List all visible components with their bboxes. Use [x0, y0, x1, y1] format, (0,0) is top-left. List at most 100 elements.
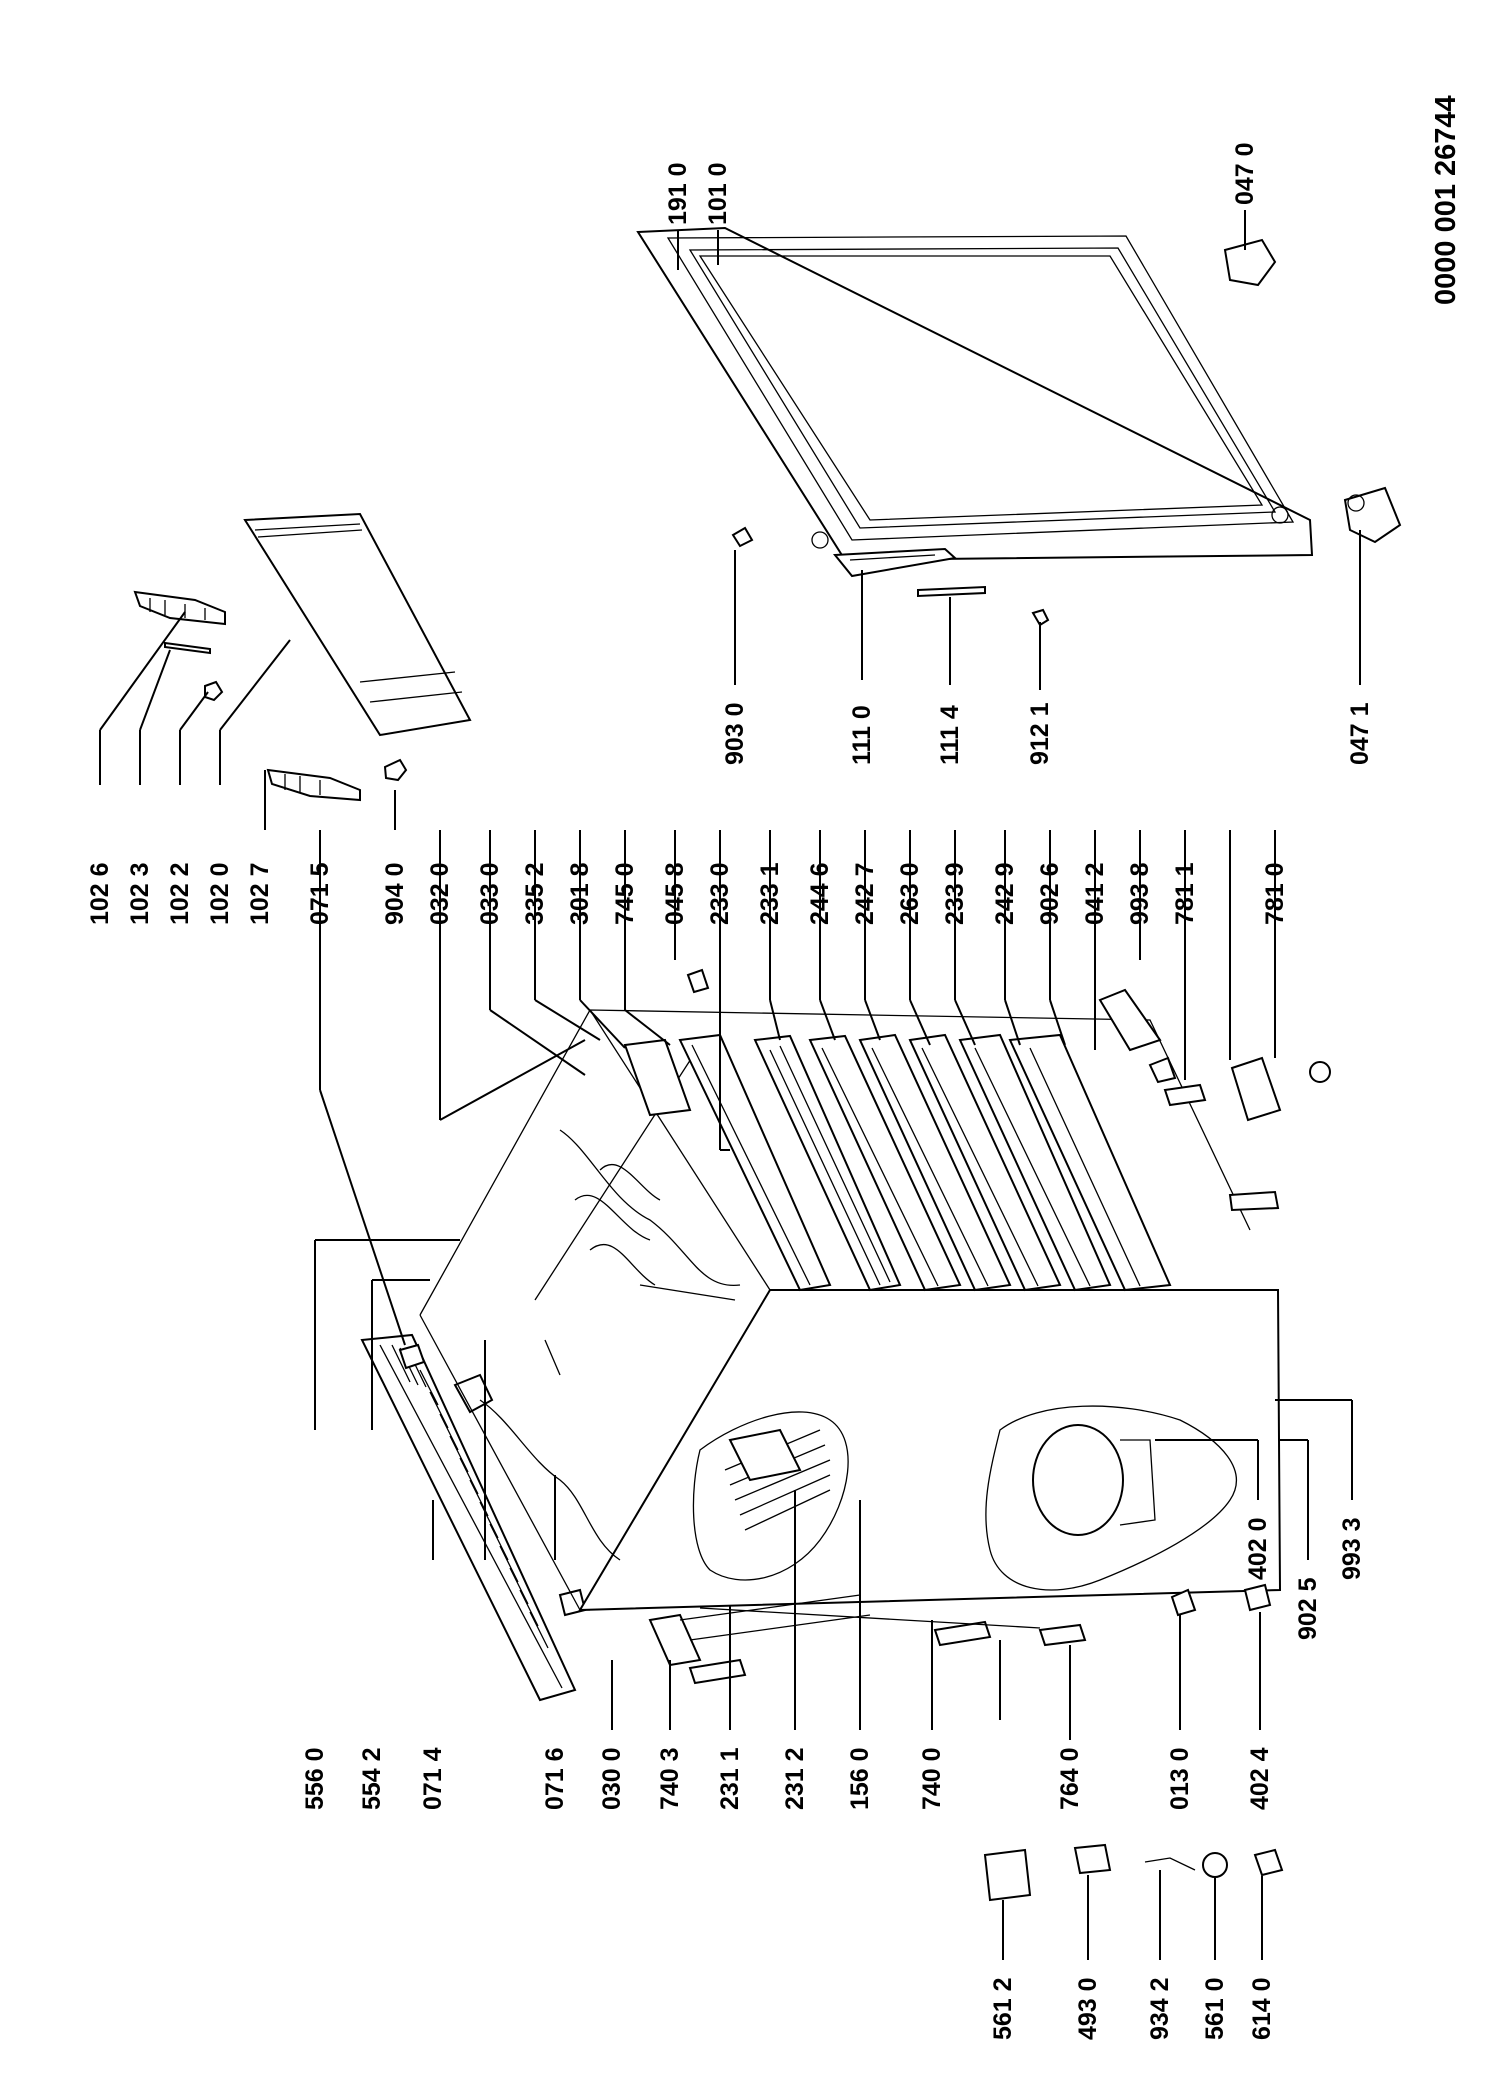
- door-bearing-part: [1223, 238, 1277, 287]
- label-156-0: 156 0: [846, 1747, 874, 1810]
- rear-grille: [648, 1594, 992, 1685]
- hinge-pin-part: [204, 680, 224, 702]
- label-233-0: 233 0: [706, 862, 734, 925]
- back-wall-curves: [479, 1129, 741, 1561]
- drawer-5: [958, 1033, 1112, 1292]
- label-740-0: 740 0: [918, 1747, 946, 1810]
- door-stop-part: [731, 526, 754, 548]
- label-993-8: 993 8: [1126, 862, 1154, 925]
- label-556-0: 556 0: [301, 1747, 329, 1810]
- condenser-area: [692, 1411, 849, 1581]
- label-071-6: 071 6: [541, 1747, 569, 1810]
- rating-plate: [1228, 1190, 1280, 1212]
- document-id: 0000 001 26744: [1430, 95, 1462, 305]
- label-032-0: 032 0: [426, 862, 454, 925]
- hinge-bracket-left: [398, 1343, 426, 1370]
- label-561-0: 561 0: [1201, 1977, 1229, 2040]
- label-191-0: 191 0: [664, 162, 692, 225]
- label-993-3: 993 3: [1338, 1517, 1366, 1580]
- label-047-1: 047 1: [1346, 702, 1374, 765]
- label-045-8: 045 8: [661, 862, 689, 925]
- label-plate: [1163, 1083, 1207, 1107]
- label-102-7: 102 7: [246, 862, 274, 925]
- top-cover-panel: [243, 512, 472, 737]
- label-561-2: 561 2: [989, 1977, 1017, 2040]
- leader-lines: [99, 210, 1361, 1960]
- top-shelf: [678, 1033, 832, 1292]
- label-111-0: 111 0: [848, 705, 876, 765]
- label-934-2: 934 2: [1146, 1977, 1174, 2040]
- label-740-3: 740 3: [656, 1747, 684, 1810]
- label-102-3: 102 3: [126, 862, 154, 925]
- accessory-foot: [1253, 1848, 1284, 1877]
- door-assembly: [636, 226, 1314, 562]
- hinge-lower-part: [266, 768, 361, 802]
- nut-part: [1309, 1061, 1331, 1083]
- label-102-6: 102 6: [86, 862, 114, 925]
- bottom-drawer: [1008, 1033, 1172, 1292]
- accessory-block: [1073, 1843, 1112, 1875]
- clip-part: [1243, 1583, 1272, 1612]
- control-panel: [360, 1333, 577, 1702]
- label-047-0: 047 0: [1231, 142, 1259, 205]
- drawer-4: [908, 1033, 1062, 1292]
- part-labels: 102 6 102 3 102 2 102 0 102 7 071 5 904 …: [86, 142, 1374, 2040]
- label-102-2: 102 2: [166, 862, 194, 925]
- hinge-bolt-part: [383, 758, 408, 782]
- label-101-0: 101 0: [704, 162, 732, 225]
- door-screw-part: [1031, 608, 1050, 627]
- hinge-top-part: [133, 590, 226, 626]
- label-102-0: 102 0: [206, 862, 234, 925]
- handle-trim-part: [917, 585, 986, 598]
- vent-grille: [1230, 1056, 1282, 1122]
- foot-part: [1148, 1056, 1177, 1084]
- label-781-0: 781 0: [1261, 862, 1289, 925]
- label-244-6: 244 6: [806, 862, 834, 925]
- accessory-cap: [1202, 1852, 1228, 1878]
- label-041-2: 041 2: [1081, 862, 1109, 925]
- label-231-2: 231 2: [781, 1747, 809, 1810]
- label-071-5: 071 5: [306, 862, 334, 925]
- label-402-4: 402 4: [1246, 1747, 1274, 1810]
- label-233-9: 233 9: [941, 862, 969, 925]
- label-013-0: 013 0: [1166, 1747, 1194, 1810]
- door-bracket-part: [1343, 486, 1402, 544]
- label-263-0: 263 0: [896, 862, 924, 925]
- capillary-tube: [699, 1607, 1087, 1647]
- accessory-wire: [1144, 1857, 1196, 1871]
- label-554-2: 554 2: [358, 1747, 386, 1810]
- label-111-4: 111 4: [936, 705, 964, 765]
- compressor-area: [985, 1405, 1237, 1591]
- label-231-1: 231 1: [716, 1747, 744, 1810]
- shelf-peg-part: [686, 968, 710, 994]
- light-cover: [623, 1038, 692, 1117]
- label-912-1: 912 1: [1026, 702, 1054, 765]
- label-614-0: 614 0: [1248, 1977, 1276, 2040]
- label-242-7: 242 7: [851, 862, 879, 925]
- hinge-bracket-right: [558, 1588, 587, 1617]
- label-764-0: 764 0: [1056, 1747, 1084, 1810]
- label-902-6: 902 6: [1036, 862, 1064, 925]
- drawer-3: [858, 1033, 1012, 1292]
- label-903-0: 903 0: [721, 702, 749, 765]
- label-402-0: 402 0: [1244, 1517, 1272, 1580]
- label-335-2: 335 2: [521, 862, 549, 925]
- thermostat-knob: [453, 1373, 494, 1414]
- label-233-1: 233 1: [756, 862, 784, 925]
- hinge-strip-part: [164, 641, 211, 655]
- label-493-0: 493 0: [1074, 1977, 1102, 2040]
- label-904-0: 904 0: [381, 862, 409, 925]
- label-071-4: 071 4: [419, 1747, 447, 1810]
- door-handle: [832, 547, 958, 578]
- label-242-9: 242 9: [991, 862, 1019, 925]
- label-301-8: 301 8: [566, 862, 594, 925]
- label-781-1: 781 1: [1171, 862, 1199, 925]
- accessory-box: [983, 1848, 1032, 1902]
- label-030-0: 030 0: [598, 1747, 626, 1810]
- condenser: [728, 1428, 802, 1482]
- label-033-0: 033 0: [476, 862, 504, 925]
- label-902-5: 902 5: [1294, 1577, 1322, 1640]
- hinge-plate-part: [1098, 988, 1162, 1052]
- compressor: [1032, 1424, 1124, 1536]
